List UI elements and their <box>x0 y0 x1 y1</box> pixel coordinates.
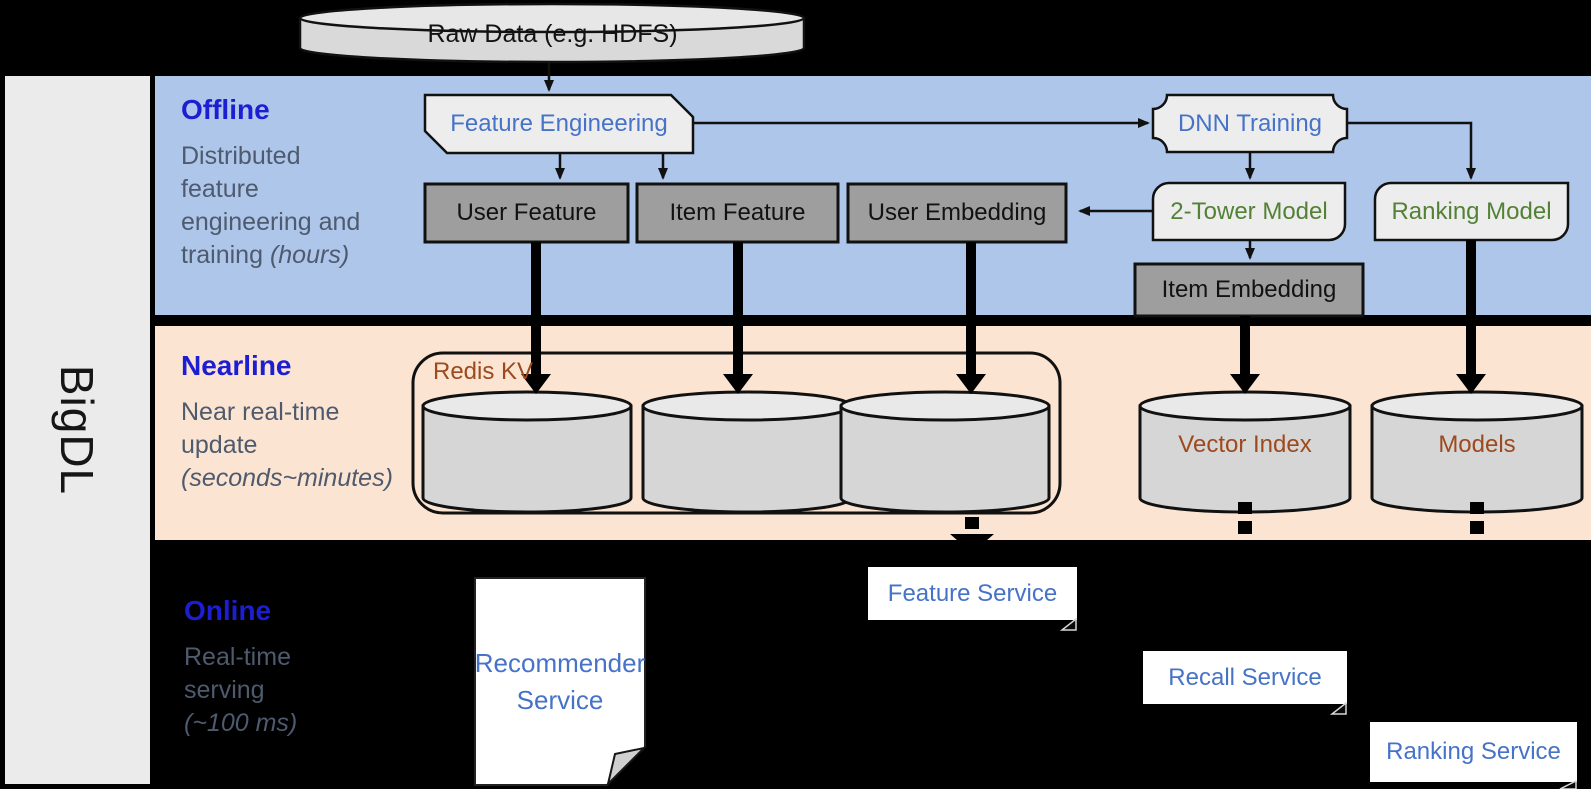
recommender-service-line1: Recommender <box>474 647 646 678</box>
nearline-title: Nearline <box>181 350 292 381</box>
dnn-training-box <box>1151 93 1349 154</box>
vector-index-label: Vector Index <box>1178 430 1312 458</box>
recall-service-label: Recall Service <box>1168 663 1322 691</box>
user-embedding-label: User Embedding <box>867 199 1047 226</box>
item-embedding-label: Item Embedding <box>1161 276 1337 303</box>
recall-service-box <box>1143 651 1347 715</box>
recall-service-fold <box>1329 701 1347 715</box>
recommender-service-label: Recommender Service <box>474 578 646 785</box>
online-desc-line2: serving <box>184 676 265 704</box>
ranking-model-box <box>1373 181 1570 242</box>
kv-cylinder-1 <box>421 390 633 514</box>
dashed-drop-models <box>1470 502 1484 534</box>
offline-desc-line3: engineering and <box>181 208 361 236</box>
nearline-desc-line1: Near real-time <box>181 398 340 426</box>
nearline-description: Near real-time update (seconds~minutes) <box>181 396 393 495</box>
two-tower-model-label: 2-Tower Model <box>1170 197 1328 225</box>
thick-arrow-user-embedding-to-kv <box>956 242 986 394</box>
vector-index-cylinder <box>1138 390 1352 514</box>
user-feature-label: User Feature <box>456 199 597 226</box>
nearline-desc-line2: update <box>181 431 258 459</box>
user-feature-box <box>423 182 630 244</box>
thick-arrow-ranking-model-to-models <box>1456 240 1486 394</box>
offline-desc-line4-normal: training <box>181 241 270 269</box>
raw-data-cylinder <box>298 2 806 64</box>
thick-arrow-item-feature-to-kv <box>723 242 753 394</box>
feature-service-box <box>868 567 1077 631</box>
offline-desc-line4-italic: (hours) <box>269 241 350 269</box>
ranking-service-box <box>1370 722 1577 789</box>
thick-arrow-item-embedding-to-vector-index <box>1230 316 1260 394</box>
offline-desc-line1: Distributed <box>181 142 301 170</box>
document-fold-corner <box>606 746 648 788</box>
offline-desc-line4: training (hours) <box>181 239 360 272</box>
bigdl-sidebar: BigDL <box>5 76 150 784</box>
two-tower-model-box <box>1151 181 1347 242</box>
online-title: Online <box>184 595 272 626</box>
ranking-model-label: Ranking Model <box>1391 197 1552 225</box>
item-embedding-box <box>1133 262 1365 318</box>
recommender-service-document <box>474 577 648 788</box>
offline-desc-line2: feature <box>181 175 259 203</box>
online-desc-line1: Real-time <box>184 643 291 671</box>
item-feature-box <box>635 182 840 244</box>
user-embedding-box <box>846 182 1068 244</box>
offline-description: Distributed feature engineering and trai… <box>181 140 360 272</box>
arrow-dnn-to-ranking-model <box>1347 121 1476 180</box>
feature-engineering-label: Feature Engineering <box>450 110 668 137</box>
item-feature-label: Item Feature <box>669 199 806 226</box>
recommender-service-line2: Service <box>516 684 604 715</box>
dashed-arrow-redis-to-feature-service <box>950 517 994 553</box>
kv-cylinder-3 <box>839 390 1051 514</box>
online-desc-line3-italic: (~100 ms) <box>184 709 298 737</box>
feature-engineering-box <box>423 93 695 155</box>
redis-kv-label: Redis KV <box>433 358 534 385</box>
feature-service-label: Feature Service <box>887 579 1058 607</box>
models-label: Models <box>1438 430 1516 458</box>
nearline-desc-line3-italic: (seconds~minutes) <box>181 464 393 492</box>
online-description: Real-time serving (~100 ms) <box>184 641 297 740</box>
ranking-service-fold <box>1559 779 1577 789</box>
thick-arrow-user-feature-to-kv <box>521 242 551 394</box>
offline-title: Offline <box>181 94 270 125</box>
feature-service-fold <box>1059 617 1077 631</box>
dashed-drop-vector-index <box>1238 502 1252 534</box>
kv-cylinder-2 <box>641 390 853 514</box>
raw-data-label: Raw Data (e.g. HDFS) <box>427 19 678 48</box>
ranking-service-label: Ranking Service <box>1386 738 1561 765</box>
dnn-training-label: DNN Training <box>1177 109 1323 137</box>
